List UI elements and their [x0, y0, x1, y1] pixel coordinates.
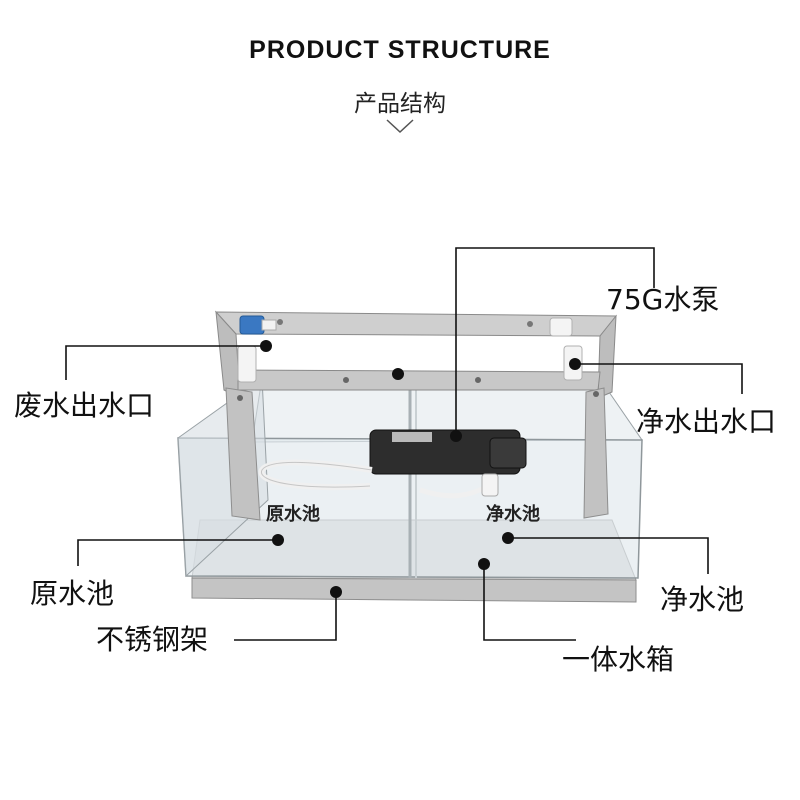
callout-waste-outlet: 废水出水口 — [14, 389, 155, 422]
tank-leader — [483, 564, 576, 641]
callout-dots — [260, 340, 581, 598]
pump-leader — [455, 247, 655, 436]
callout-raw-pool: 原水池 — [30, 577, 115, 610]
screw-icon — [277, 319, 283, 325]
callout-steel-frame: 不锈钢架 — [96, 623, 209, 656]
frame-left-plate — [225, 387, 261, 521]
waste-elbow-fitting-icon — [237, 345, 257, 383]
pure-outlet-fitting-icon — [549, 317, 573, 337]
steel-tray-front — [191, 577, 637, 603]
screw-icon — [343, 377, 349, 383]
frame-lower-bar — [237, 369, 601, 391]
waste-outlet-leader — [65, 345, 266, 380]
frame-right-plate — [583, 387, 609, 519]
steel-frame-leader — [234, 592, 337, 641]
screw-icon — [527, 321, 533, 327]
chevron-down-icon — [386, 119, 414, 134]
pure-outlet-leader — [575, 363, 743, 394]
tank-label-raw: 原水池 — [266, 504, 320, 525]
callout-pure-outlet: 净水出水口 — [636, 405, 777, 438]
waste-outlet-cap-icon — [239, 315, 265, 335]
callout-pump: 75G水泵 — [606, 283, 720, 316]
page-subtitle: 产品结构 — [354, 91, 446, 117]
page-title: PRODUCT STRUCTURE — [249, 36, 551, 64]
screw-icon — [593, 391, 599, 397]
raw-pool-leader — [77, 539, 278, 566]
callout-pure-pool: 净水池 — [660, 583, 745, 616]
screw-icon — [475, 377, 481, 383]
callout-lines — [65, 247, 743, 641]
tank-label-pure: 净水池 — [486, 504, 540, 525]
screw-icon — [237, 395, 243, 401]
pure-pool-leader — [508, 537, 709, 574]
callout-integrated-tank: 一体水箱 — [562, 643, 675, 676]
